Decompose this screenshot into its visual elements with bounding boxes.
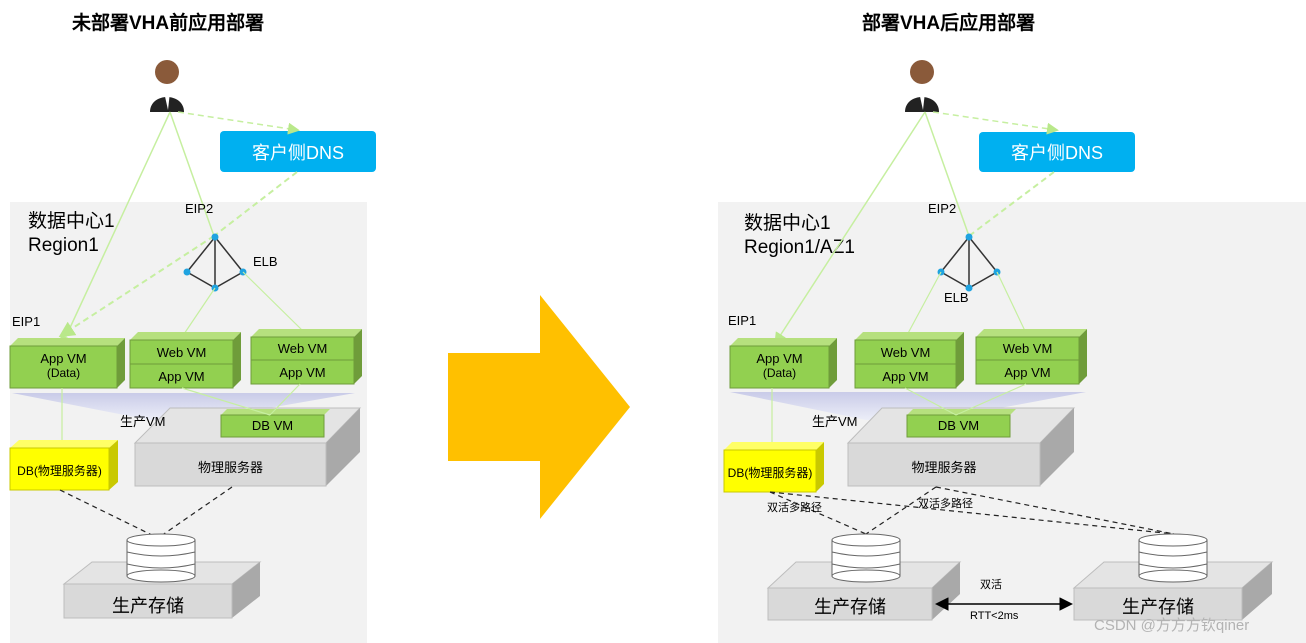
right-active-active-label: 双活	[980, 579, 1002, 591]
left-elb-links	[181, 271, 306, 338]
right-db-physical	[723, 442, 824, 493]
right-physical-server-label: 物理服务器	[911, 460, 977, 475]
right-app-vm-sub: (Data)	[762, 366, 797, 380]
watermark: CSDN @方方方钦qiner	[1094, 617, 1250, 634]
left-storage-label: 生产存储	[112, 596, 184, 616]
left-app-vm-title: App VM	[40, 351, 87, 366]
right-elb-icon	[937, 233, 1001, 292]
right-eip1-label: EIP1	[728, 313, 757, 328]
right-app-vm-2: App VM	[1004, 365, 1051, 380]
left-physical-server-label: 物理服务器	[197, 460, 263, 475]
left-user-icon	[150, 60, 184, 112]
right-web-app-stack-2	[975, 329, 1087, 385]
right-title: 部署VHA后应用部署	[862, 13, 1036, 34]
left-app-vm-1: App VM	[158, 369, 205, 384]
right-db-vm-label: DB VM	[937, 418, 980, 433]
right-vm-spread	[730, 392, 1086, 420]
right-multipath-label-2: 双活多路径	[918, 498, 973, 510]
right-region-name: Region1/AZ1	[744, 237, 855, 258]
left-disk-icon	[126, 533, 196, 583]
left-web-app-stack-2	[250, 329, 362, 385]
left-datacenter-label: 数据中心1 Region1	[28, 210, 115, 258]
left-db-vm	[220, 409, 330, 438]
right-disk-icon-1	[831, 533, 901, 583]
left-app-vm-data-label: App VM (Data)	[10, 351, 117, 381]
left-customer-dns[interactable]: 客户侧DNS	[220, 131, 376, 172]
right-web-vm-2: Web VM	[1002, 341, 1053, 356]
left-elb-label: ELB	[253, 254, 278, 269]
right-storage-label-1: 生产存储	[814, 597, 886, 617]
left-db-vm-label: DB VM	[251, 418, 294, 433]
right-elb-links	[905, 271, 1027, 338]
left-storage-links	[59, 486, 233, 539]
right-multipath-label-1: 双活多路径	[767, 502, 822, 514]
right-datacenter-name: 数据中心1	[744, 213, 831, 234]
right-app-vm-1: App VM	[882, 369, 929, 384]
right-diagram	[723, 60, 1274, 621]
left-db-physical-label: DB(物理服务器)	[17, 464, 102, 478]
right-prod-vm-label: 生产VM	[812, 414, 858, 429]
left-title: 未部署VHA前应用部署	[72, 13, 265, 34]
right-eip2-label: EIP2	[928, 201, 957, 216]
right-storage-label-2: 生产存储	[1122, 597, 1194, 617]
left-eip2-label: EIP2	[185, 201, 214, 216]
transition-arrow	[448, 295, 630, 519]
left-elb-icon	[183, 233, 247, 292]
right-user-icon	[905, 60, 939, 112]
right-elb-label: ELB	[944, 290, 969, 305]
left-web-vm-1: Web VM	[156, 345, 207, 360]
left-vm-db-links	[181, 383, 301, 416]
right-db-physical-label: DB(物理服务器)	[727, 466, 813, 480]
right-disk-icon-2	[1138, 533, 1208, 583]
right-rtt-label: RTT<2ms	[970, 610, 1019, 622]
left-vm-spread	[12, 393, 355, 420]
left-eip1-label: EIP1	[12, 314, 41, 329]
right-web-app-stack-1	[854, 332, 964, 389]
right-user-links	[774, 111, 1059, 345]
right-db-vm	[906, 409, 1016, 438]
left-region-name: Region1	[28, 235, 99, 256]
left-db-physical	[9, 440, 118, 491]
left-datacenter-name: 数据中心1	[28, 211, 115, 232]
left-app-vm-2: App VM	[279, 365, 326, 380]
right-app-vm-data-label: App VM (Data)	[730, 351, 829, 381]
right-app-vm-title: App VM	[756, 351, 803, 366]
right-app-vm-data	[729, 338, 837, 389]
left-web-app-stack-1	[129, 332, 241, 389]
left-prod-vm-label: 生产VM	[120, 414, 166, 429]
right-vm-db-links	[904, 383, 1027, 416]
right-datacenter-label: 数据中心1 Region1/AZ1	[744, 212, 855, 260]
left-app-vm-data	[9, 338, 125, 389]
left-web-vm-2: Web VM	[277, 341, 328, 356]
right-physical-server	[846, 407, 1076, 487]
left-user-links	[58, 111, 300, 348]
right-customer-dns[interactable]: 客户侧DNS	[979, 132, 1135, 172]
left-app-vm-sub: (Data)	[46, 366, 81, 380]
right-multipath-links	[769, 486, 1175, 535]
right-web-vm-1: Web VM	[880, 345, 931, 360]
left-diagram	[9, 60, 362, 619]
right-storage-1	[766, 561, 962, 621]
